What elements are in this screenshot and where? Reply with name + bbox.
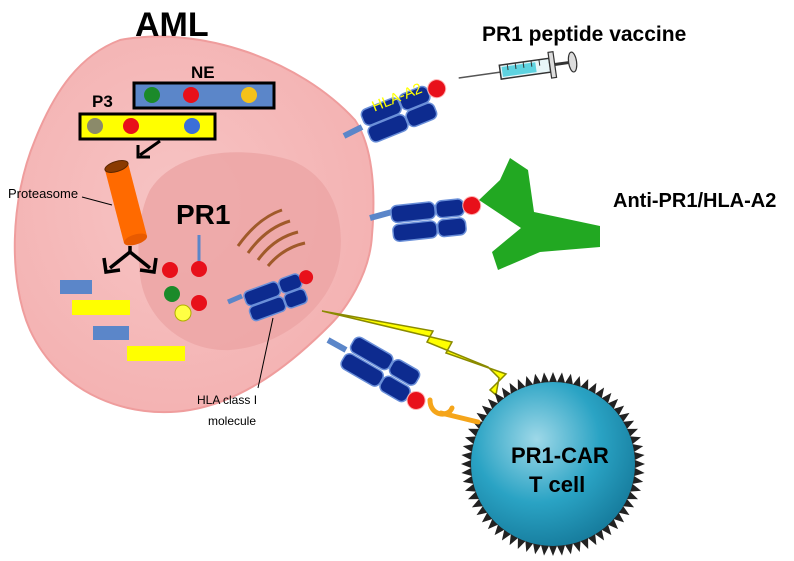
peptide-green xyxy=(164,286,180,302)
hla-molecule-vaccine xyxy=(342,79,447,143)
dna-arcs xyxy=(236,208,306,267)
arrow-to-proteasome xyxy=(139,139,161,157)
p3-red-bead xyxy=(123,118,139,134)
car-t-cell xyxy=(471,382,635,546)
peptide-red-2 xyxy=(191,261,207,277)
hla-class-i-label-1: HLA class I xyxy=(197,393,257,407)
car-label-1: PR1-CAR xyxy=(511,443,609,468)
ne-yellow-bead xyxy=(241,87,257,103)
y-shaped-antibody-icon xyxy=(479,158,600,270)
syringe-icon xyxy=(458,50,578,80)
arrow-to-proteasome-head xyxy=(136,145,150,159)
ne-red-bead xyxy=(183,87,199,103)
fragment-blue-2 xyxy=(93,326,129,340)
p3-blue-bead xyxy=(184,118,200,134)
proteasome-fork-arrows xyxy=(102,246,158,274)
proteasome-label: Proteasome xyxy=(8,186,78,201)
hla-class-i-pointer xyxy=(257,317,274,389)
aml-label: AML xyxy=(135,6,209,44)
antibody-label: Anti-PR1/HLA-A2 xyxy=(613,190,776,212)
peptide-red-3 xyxy=(191,295,207,311)
peptide-red-1 xyxy=(162,262,178,278)
ne-green-bead xyxy=(144,87,160,103)
fragment-blue-1 xyxy=(60,280,92,294)
vaccine-label: PR1 peptide vaccine xyxy=(482,23,686,46)
hla-molecule-car xyxy=(326,336,426,410)
ne-label: NE xyxy=(191,63,215,82)
hla-molecule-internal xyxy=(227,270,314,322)
fragment-yellow-2 xyxy=(127,346,185,361)
fragment-yellow-1 xyxy=(72,300,130,315)
p3-gray-bead xyxy=(87,118,103,134)
car-label-2: T cell xyxy=(529,472,585,497)
proteasome xyxy=(104,160,148,246)
pr1-label: PR1 xyxy=(176,199,230,230)
p3-label: P3 xyxy=(92,92,113,111)
hla-molecule-antibody xyxy=(369,196,482,243)
car-receptor-icon xyxy=(427,397,481,425)
peptide-yellow xyxy=(174,304,192,322)
proteasome-pointer xyxy=(81,196,113,206)
hla-class-i-label-2: molecule xyxy=(208,414,256,428)
